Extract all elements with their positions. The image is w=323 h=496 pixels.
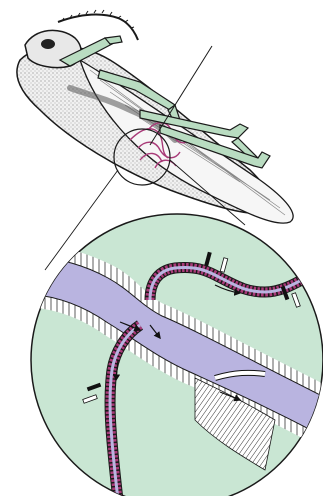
insect-body-group — [17, 10, 293, 223]
magnified-lens — [20, 214, 323, 496]
insect-eye — [41, 39, 55, 49]
